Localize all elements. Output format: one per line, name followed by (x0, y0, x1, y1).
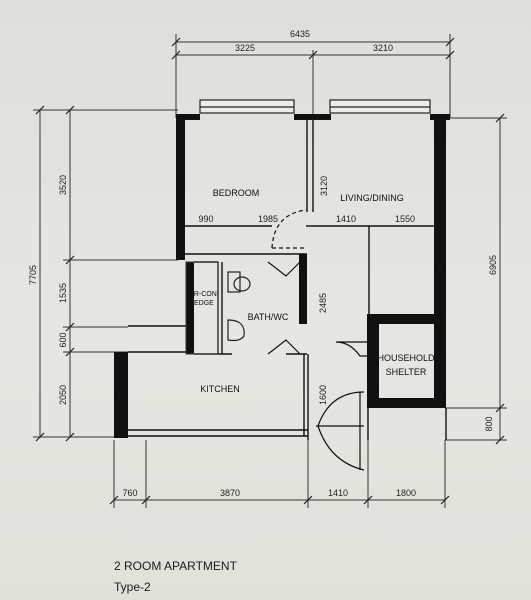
toilet-bowl (233, 276, 251, 292)
door-bath-bottom (267, 339, 301, 355)
door-shelter (335, 341, 369, 357)
doors (267, 209, 369, 471)
wall-shelter-bottom (367, 398, 446, 408)
room-label-bath: BATH/WC (248, 312, 289, 322)
dim-top-total: 6435 (290, 29, 310, 39)
door-swing-bedroom (271, 209, 307, 249)
partitions (128, 120, 447, 440)
wall-bath-right (299, 254, 307, 324)
wall-aircon-left (186, 262, 194, 354)
wall-top-left (176, 114, 200, 120)
door-swing-entrance (317, 391, 365, 427)
windows (199, 99, 431, 114)
plan-title: 2 ROOM APARTMENT (114, 559, 237, 573)
room-label-aircon-2: LEDGE (190, 300, 214, 307)
room-label-living: LIVING/DINING (340, 193, 404, 203)
room-label-shelter-2: SHELTER (386, 367, 427, 377)
wall-top-mid (294, 114, 331, 120)
wall-living-right (434, 114, 446, 314)
dim-inner-1985: 1985 (258, 214, 278, 224)
dim-top-left: 3225 (235, 43, 255, 53)
wall-bedroom-left (176, 114, 185, 260)
room-label-shelter-1: HOUSEHOLD (377, 353, 435, 363)
wall-shelter-top (367, 314, 446, 324)
dim-right-bottom: 800 (484, 416, 494, 431)
dim-inner-1550: 1550 (395, 214, 415, 224)
wall-kitchen-left (114, 352, 128, 438)
dim-right-total: 6905 (488, 255, 498, 275)
room-label-aircon-1: AIR-CON (187, 291, 217, 298)
dim-left-d: 2050 (58, 385, 68, 405)
dim-inner-990: 990 (198, 214, 213, 224)
dim-inner-3120: 3120 (319, 176, 329, 196)
room-label-bedroom: BEDROOM (213, 188, 260, 198)
dim-left-c: 600 (58, 332, 68, 347)
door-bath-top (267, 261, 301, 277)
plan-subtitle: Type-2 (114, 580, 151, 594)
basin (227, 319, 245, 342)
dim-bottom-d: 1800 (396, 488, 416, 498)
toilet-tank (227, 271, 241, 293)
dim-bottom-b: 3870 (220, 488, 240, 498)
dim-left-a: 3520 (58, 175, 68, 195)
dim-bottom-c: 1410 (328, 488, 348, 498)
dim-bottom-a: 760 (122, 488, 137, 498)
dim-ticks (35, 37, 505, 505)
dim-inner-1600: 1600 (318, 385, 328, 405)
dim-inner-2485: 2485 (318, 293, 328, 313)
dim-left-total: 7705 (28, 265, 38, 285)
aircon-ledge-outline (185, 261, 219, 355)
wall-shelter-left (367, 314, 379, 406)
wall-shelter-right (434, 314, 446, 406)
dim-top-right: 3210 (373, 43, 393, 53)
dim-left-b: 1535 (58, 283, 68, 303)
bath-fixtures (227, 271, 251, 342)
room-label-kitchen: KITCHEN (200, 384, 240, 394)
dim-inner-1410: 1410 (336, 214, 356, 224)
walls (114, 114, 450, 438)
